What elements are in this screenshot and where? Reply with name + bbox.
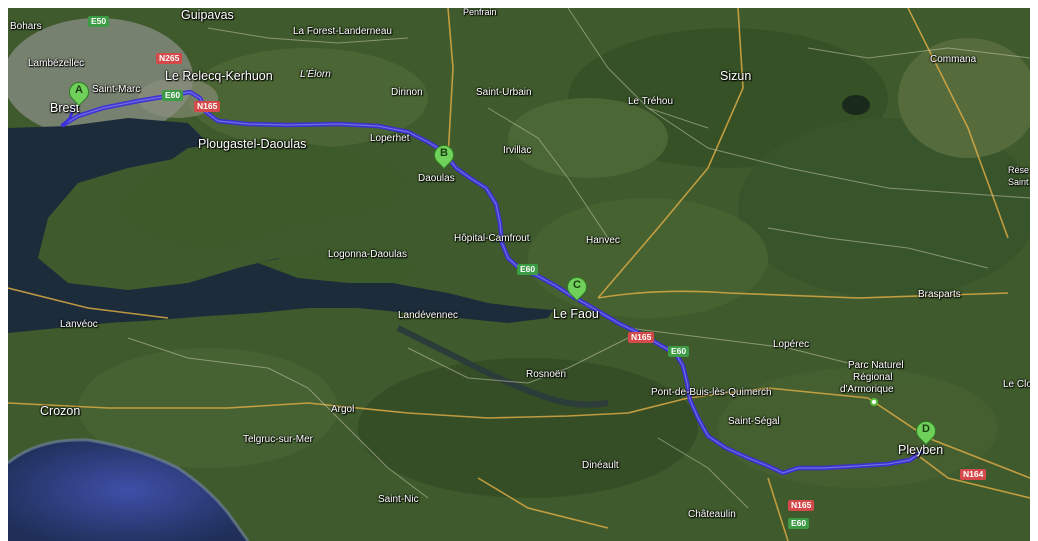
place-label-daoulas: Daoulas: [418, 173, 455, 184]
place-label-le-relecq-kerhuon: Le Relecq-Kerhuon: [165, 69, 273, 83]
place-label-logonna-daoulas: Logonna-Daoulas: [328, 249, 407, 260]
road-shield-e60: E60: [162, 90, 184, 102]
place-label-penfrain: Penfrain: [463, 8, 497, 17]
place-label-loperec: Lopérec: [773, 339, 810, 350]
place-label-le-faou: Le Faou: [553, 307, 599, 321]
marker-letter: B: [440, 147, 448, 159]
place-label-rese: Rése: [1008, 165, 1030, 175]
place-label-brasparts: Brasparts: [918, 289, 961, 300]
route-marker-d[interactable]: D: [911, 416, 941, 449]
place-label-saint-edge: Saint: [1008, 177, 1029, 187]
place-label-dirinon: Dirinon: [391, 87, 423, 98]
place-label-bohars: Bohars: [10, 21, 42, 32]
place-label-rosnoen: Rosnoën: [526, 369, 567, 380]
place-label-lambezellec: Lambézellec: [28, 58, 85, 69]
place-label-lelorn: L'Élorn: [300, 69, 331, 80]
map-terrain: [8, 8, 1030, 541]
place-label-chateaulin: Châteaulin: [688, 509, 736, 520]
place-label-guipavas: Guipavas: [181, 8, 234, 22]
route-marker-a[interactable]: A: [64, 77, 94, 110]
place-label-pleyben: Pleyben: [898, 443, 944, 457]
place-label-la-forest-landerneau: La Forest-Landerneau: [293, 26, 392, 37]
place-label-le-trehou: Le Tréhou: [628, 96, 674, 107]
route-marker-c[interactable]: C: [562, 272, 592, 305]
place-label-regional: Régional: [853, 372, 893, 383]
place-label-landevennec: Landévennec: [398, 310, 459, 321]
place-label-darmorique: d'Armorique: [840, 384, 894, 395]
road-shield-n265: N265: [156, 53, 183, 65]
place-label-commana: Commana: [930, 54, 977, 65]
place-label-lanveoc: Lanvéoc: [60, 319, 98, 330]
place-label-pont-de-buis: Pont-de-Buis-lès-Quimerch: [651, 387, 772, 398]
place-label-le-cloitre: Le Clo: [1003, 379, 1030, 390]
marker-letter: D: [922, 423, 930, 435]
place-label-sizun: Sizun: [720, 69, 752, 83]
place-label-saint-segal: Saint-Ségal: [728, 416, 780, 427]
road-shield-e60: E60: [788, 518, 810, 530]
place-label-plougastel-daoulas: Plougastel-Daoulas: [198, 137, 307, 151]
route-marker-b[interactable]: B: [429, 140, 459, 173]
place-label-saint-marc: Saint-Marc: [92, 84, 141, 95]
road-shield-e60: E60: [668, 346, 690, 358]
place-label-crozon: Crozon: [40, 404, 81, 418]
road-shield-n165: N165: [788, 500, 815, 512]
place-label-hopital-camfrout: Hôpital-Camfrout: [454, 233, 530, 244]
place-label-brest: Brest: [50, 101, 80, 115]
marker-letter: A: [75, 84, 83, 96]
place-label-saint-nic: Saint-Nic: [378, 494, 419, 505]
place-label-parc-naturel: Parc Naturel: [848, 360, 904, 371]
place-label-telgruc-sur-mer: Telgruc-sur-Mer: [243, 434, 314, 445]
place-label-irvillac: Irvillac: [503, 145, 532, 156]
marker-letter: C: [573, 279, 581, 291]
place-label-argol: Argol: [331, 404, 355, 415]
road-shield-e50: E50: [88, 16, 110, 28]
park-poi-icon[interactable]: [870, 398, 878, 406]
place-label-hanvec: Hanvec: [586, 235, 620, 246]
road-shield-e60: E60: [517, 264, 539, 276]
place-label-loperhet: Loperhet: [370, 133, 410, 144]
road-shield-n165: N165: [194, 101, 221, 113]
place-label-saint-urbain: Saint-Urbain: [476, 87, 532, 98]
satellite-map[interactable]: Bohars Guipavas Penfrain La Forest-Lande…: [8, 8, 1030, 541]
place-label-dineault: Dinéault: [582, 460, 619, 471]
road-shield-n164: N164: [960, 469, 987, 481]
road-shield-n165: N165: [628, 332, 655, 344]
